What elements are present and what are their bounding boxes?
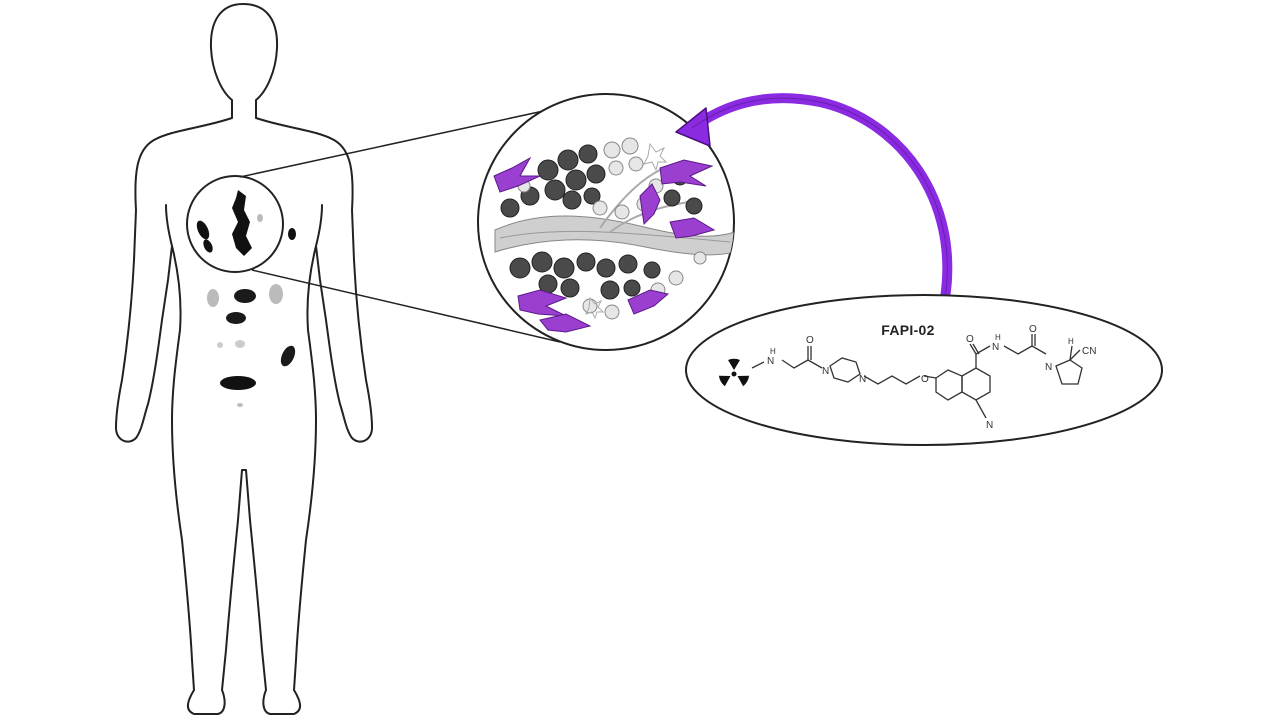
atom-h: H xyxy=(770,347,776,356)
atom-n: N xyxy=(859,374,866,385)
atom-o: O xyxy=(921,374,929,385)
atom-o: O xyxy=(1029,324,1037,335)
chest-region-circle xyxy=(187,176,283,272)
atom-n: N xyxy=(767,356,774,367)
atom-n: N xyxy=(992,342,999,353)
atom-h: H xyxy=(995,333,1001,342)
atom-cn: CN xyxy=(1082,346,1096,357)
atom-n: N xyxy=(822,366,829,377)
tracer-title: FAPI-02 xyxy=(881,322,934,338)
atom-n: N xyxy=(986,420,993,431)
atom-h: H xyxy=(1068,337,1074,346)
atom-n: N xyxy=(1045,362,1052,373)
atom-o: O xyxy=(966,334,974,345)
tracer-ellipse: FAPI-02 xyxy=(686,295,1162,445)
human-body-outline xyxy=(116,4,372,714)
atom-o: O xyxy=(806,335,814,346)
